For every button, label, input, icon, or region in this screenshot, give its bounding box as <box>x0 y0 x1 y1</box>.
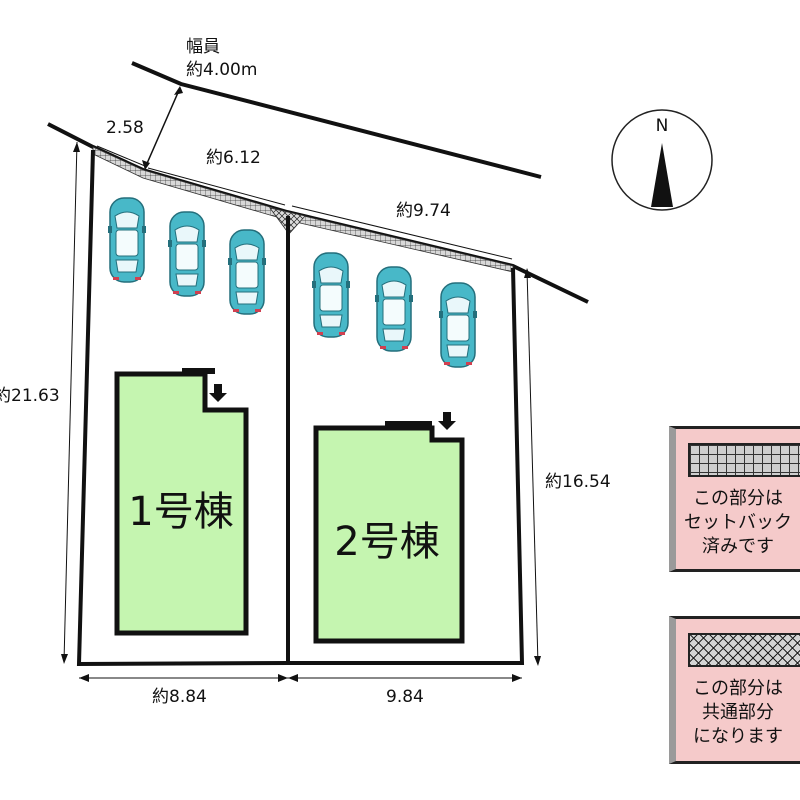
car-icon <box>374 266 414 352</box>
legend-shared: この部分は 共通部分 になります <box>669 616 800 764</box>
building-1-label: 1号棟 <box>128 489 233 535</box>
building-2-footprint <box>313 425 465 644</box>
left-dim-label: 約21.63 <box>0 386 60 406</box>
north-arrow-icon <box>651 143 673 207</box>
right-dim-line <box>526 269 539 665</box>
setback-dim-line <box>96 145 146 167</box>
car-icon <box>167 211 207 297</box>
road-width-label-2: 約4.00m <box>186 60 257 80</box>
bottom-dim-label-1: 約8.84 <box>152 687 207 707</box>
front-dim-label-1: 約6.12 <box>206 148 261 168</box>
left-dim-arrow-top <box>73 142 80 152</box>
bottom-dim-arrow-mid-right <box>288 674 298 682</box>
front-dim-line-2 <box>291 205 513 260</box>
setback-swatch <box>688 443 800 477</box>
left-dim-arrow-bottom <box>61 654 68 664</box>
right-dim-arrow-top <box>524 268 531 278</box>
road-width-label-1: 幅員 <box>186 37 220 57</box>
building-2-entrance-arrow-icon <box>438 412 456 430</box>
car-icon <box>438 282 478 368</box>
legend-setback: この部分は セットバック 済みです <box>669 426 800 572</box>
car-icon <box>107 197 147 283</box>
road-width-arrowhead-top <box>174 86 183 95</box>
front-dim-label-2: 約9.74 <box>396 201 451 221</box>
bottom-dim-arrow-left <box>79 674 89 682</box>
north-compass: N <box>611 109 713 211</box>
left-dim-line <box>63 141 78 663</box>
right-dim-label: 約16.54 <box>545 472 611 492</box>
compass-label: N <box>656 116 669 136</box>
setback-dim-label: 2.58 <box>106 118 144 138</box>
bottom-dim-arrow-mid-left <box>278 674 288 682</box>
car-icon <box>311 252 351 338</box>
road-far-edge <box>131 61 542 179</box>
building-2-label: 2号棟 <box>334 519 439 565</box>
road-width-arrow <box>144 87 181 169</box>
right-dim-arrow-bottom <box>534 656 541 666</box>
legend-setback-text: この部分は セットバック 済みです <box>684 488 792 557</box>
legend-shared-text: この部分は 共通部分 になります <box>693 678 783 747</box>
car-icon <box>227 229 267 315</box>
front-dim-line-1 <box>147 167 286 206</box>
bottom-dim-arrow-right <box>512 674 522 682</box>
road-width-arrowhead-bottom <box>142 160 150 170</box>
building-1-entrance-arrow-icon <box>209 384 227 402</box>
shared-swatch <box>688 633 800 667</box>
bottom-dim-label-2: 9.84 <box>386 687 424 707</box>
